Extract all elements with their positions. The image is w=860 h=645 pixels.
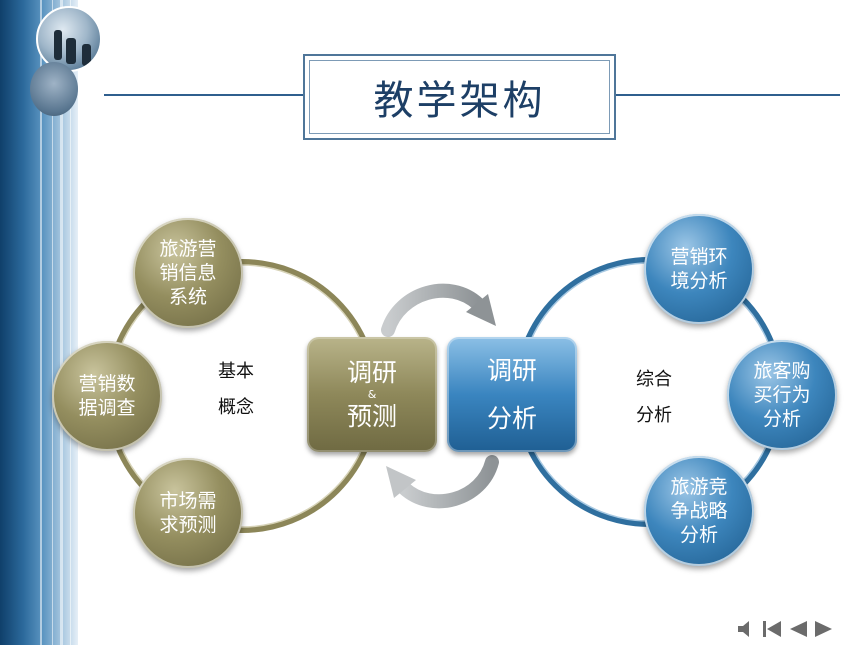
bottom-cycle-arrowhead: [386, 466, 416, 498]
speaker-icon-glyph: [738, 621, 749, 637]
title-frame: 教学架构: [303, 54, 616, 140]
node-text-line: 营销环: [670, 246, 728, 268]
node-text-line: 分析: [679, 524, 718, 546]
center-box-research-analysis: 调研 分析: [447, 337, 577, 452]
photo-figure: [66, 38, 76, 64]
node-text-line: 旅客购: [753, 360, 811, 382]
title-rule-right: [616, 94, 840, 96]
decor-photo-circle: [36, 6, 102, 72]
top-cycle-arrow-arc: [381, 283, 485, 337]
first-page-icon-glyph: [763, 621, 781, 637]
band-stripe: [70, 0, 71, 645]
left-center-label-line2: 概念: [218, 397, 254, 418]
band-stripe: [40, 0, 42, 645]
node-marketing-data-survey: 营销数 据调查: [52, 341, 162, 451]
photo-figure: [54, 30, 62, 60]
previous-icon-glyph: [790, 621, 807, 637]
right-center-label: 综合 分析: [622, 362, 686, 434]
next-icon-glyph: [815, 621, 832, 637]
left-center-label: 基本 概念: [204, 354, 268, 426]
node-market-demand-forecast: 市场需 求预测: [133, 458, 243, 568]
node-text-line: 销信息: [159, 262, 217, 284]
node-text-line: 境分析: [670, 270, 728, 292]
band-stripe: [52, 0, 53, 645]
decor-photo-circle-small: [30, 62, 78, 116]
first-page-icon[interactable]: [762, 618, 782, 640]
next-icon[interactable]: [814, 618, 834, 640]
node-text-line: 系统: [168, 286, 207, 308]
node-text-line: 市场需: [159, 490, 217, 512]
title-rule-left: [104, 94, 304, 96]
right-center-label-line1: 综合: [636, 369, 672, 390]
node-text-line: 旅游营: [159, 238, 217, 260]
node-competition-strategy-analysis: 旅游竞 争战略 分析: [644, 456, 754, 566]
center-box-line1: 调研: [346, 357, 397, 387]
node-text-line: 旅游竞: [670, 476, 728, 498]
bottom-cycle-arrow-arc: [397, 455, 499, 509]
center-box-research-forecast: 调研 & 预测: [307, 337, 437, 452]
center-box-ampersand: &: [367, 387, 377, 401]
node-text-line: 买行为: [753, 384, 811, 406]
previous-icon[interactable]: [788, 618, 808, 640]
center-box-line2: 预测: [346, 401, 397, 431]
node-text-line: 争战略: [670, 500, 728, 522]
band-stripe: [60, 0, 63, 645]
node-text-line: 营销数: [78, 373, 136, 395]
node-buyer-behavior-analysis: 旅客购 买行为 分析: [727, 340, 837, 450]
node-text-line: 据调查: [78, 397, 136, 419]
speaker-icon[interactable]: [736, 618, 756, 640]
top-cycle-arrowhead: [466, 294, 496, 326]
center-box-line2: 分析: [486, 403, 537, 433]
slide-navigation: [736, 618, 834, 640]
left-center-label-line1: 基本: [218, 361, 254, 382]
photo-figure: [82, 44, 91, 66]
center-box-line1: 调研: [486, 355, 537, 385]
node-marketing-environment-analysis: 营销环 境分析: [644, 214, 754, 324]
node-text-line: 求预测: [159, 514, 217, 536]
page-title: 教学架构: [373, 78, 546, 124]
node-marketing-info-system: 旅游营 销信息 系统: [133, 218, 243, 328]
node-text-line: 分析: [762, 408, 801, 430]
right-center-label-line2: 分析: [636, 405, 672, 426]
